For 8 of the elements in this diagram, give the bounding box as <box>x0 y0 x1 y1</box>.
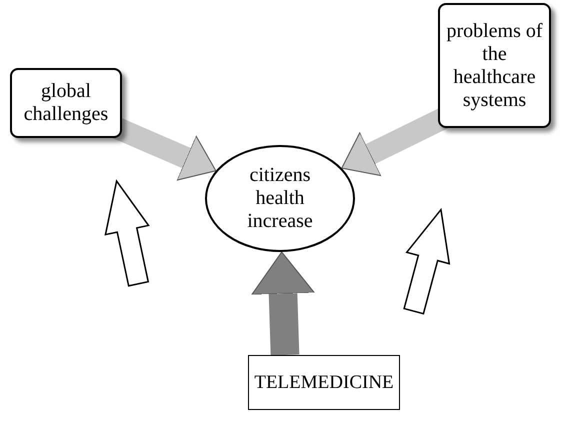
node-label: global challenges <box>22 80 110 126</box>
text-box <box>248 355 400 410</box>
node-label: problems of the healthcare systems <box>445 20 544 112</box>
node-label: citizens health increase <box>246 164 314 233</box>
text-box <box>10 68 122 138</box>
node-label: TELEMEDICINE <box>253 372 395 394</box>
block-arrow <box>251 251 315 356</box>
text-box <box>438 3 551 128</box>
